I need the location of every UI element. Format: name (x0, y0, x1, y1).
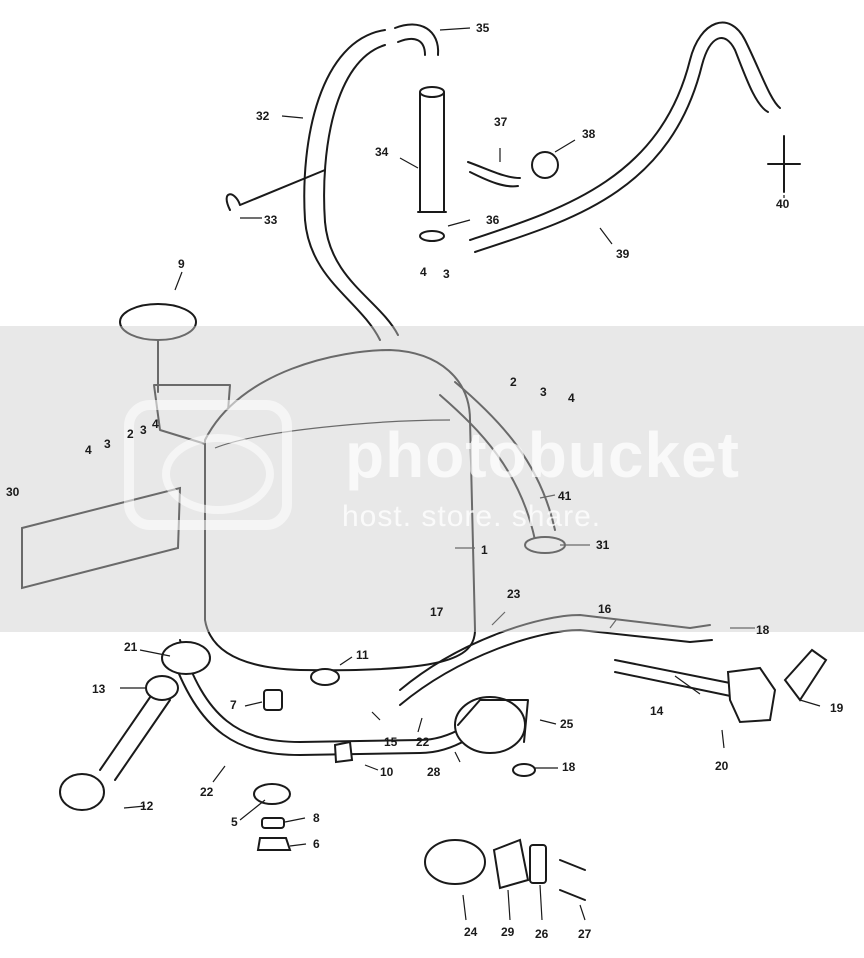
grommet-5 (253, 783, 291, 805)
callout-31: 31 (596, 538, 610, 552)
hose-12 (99, 689, 171, 781)
callout-22-left: 22 (200, 785, 214, 799)
grommet-11 (310, 668, 340, 686)
callout-40: 40 (776, 197, 790, 211)
filter-28 (454, 696, 526, 754)
bolts-27 (559, 859, 586, 901)
callout-3-top: 3 (443, 267, 450, 281)
callout-18-lower: 18 (562, 760, 576, 774)
watermark-tagline: host. store. share. (342, 500, 602, 533)
callout-29: 29 (501, 925, 515, 939)
callout-27: 27 (578, 927, 592, 941)
callout-12: 12 (140, 799, 154, 813)
callout-36: 36 (486, 213, 500, 227)
callout-22-mid: 22 (416, 735, 430, 749)
nut-7 (263, 689, 283, 711)
bracket-29 (492, 838, 530, 890)
pipe-34-top (419, 86, 445, 98)
block-20 (726, 666, 777, 724)
callout-32: 32 (256, 109, 270, 123)
plate-26 (529, 844, 547, 884)
callout-25: 25 (560, 717, 574, 731)
callout-26: 26 (535, 927, 549, 941)
callout-33: 33 (264, 213, 278, 227)
callout-1: 1 (481, 543, 488, 557)
callout-39: 39 (616, 247, 630, 261)
callout-5: 5 (231, 815, 238, 829)
callout-4-right: 4 (568, 391, 575, 405)
callout-8: 8 (313, 811, 320, 825)
callout-15: 15 (384, 735, 398, 749)
camera-logo-watermark (124, 400, 292, 530)
watermark-brand: photobucket (345, 419, 740, 491)
callout-20: 20 (715, 759, 729, 773)
callout-10: 10 (380, 765, 394, 779)
callout-3-left: 3 (104, 437, 111, 451)
hose-32-lower (304, 219, 399, 341)
clip-33 (225, 169, 326, 211)
callout-37: 37 (494, 115, 508, 129)
washer-8 (261, 817, 285, 829)
clip-24 (424, 839, 486, 885)
callout-13: 13 (92, 682, 106, 696)
callout-9: 9 (178, 257, 185, 271)
callout-11: 11 (356, 648, 369, 662)
callout-16: 16 (598, 602, 612, 616)
callout-19: 19 (830, 701, 844, 715)
callout-23: 23 (507, 587, 521, 601)
hose-37 (467, 161, 521, 188)
callout-41: 41 (558, 489, 572, 503)
plug-10 (333, 740, 354, 764)
oil-tank-1 (204, 348, 477, 672)
callout-34: 34 (375, 145, 389, 159)
callout-2-left: 2 (127, 427, 134, 441)
callout-17: 17 (430, 605, 444, 619)
union-12 (59, 773, 105, 811)
nut-6 (256, 837, 292, 851)
callout-2-right: 2 (510, 375, 517, 389)
callout-21: 21 (124, 640, 138, 654)
washer-36 (419, 230, 445, 242)
callout-7: 7 (230, 698, 237, 712)
callout-3-right: 3 (540, 385, 547, 399)
bracket-19 (783, 648, 828, 702)
callout-4-mid: 4 (152, 417, 159, 431)
grommet-38 (531, 151, 559, 179)
callout-30: 30 (6, 485, 20, 499)
hose-32 (303, 29, 386, 223)
watermark-band (0, 326, 864, 632)
tee-40 (767, 135, 801, 193)
callout-24: 24 (464, 925, 478, 939)
leader-lines (120, 27, 821, 921)
callout-4-left: 4 (85, 443, 92, 457)
pipe-14 (614, 659, 741, 699)
hose-41 (439, 381, 556, 541)
callout-3-mid: 3 (140, 423, 147, 437)
callout-6: 6 (313, 837, 320, 851)
callout-4-top: 4 (420, 265, 427, 279)
union-21 (161, 641, 211, 675)
filter-body (457, 699, 529, 743)
hose-39 (469, 21, 781, 253)
ring-13 (145, 675, 179, 701)
callout-18-right: 18 (756, 623, 770, 637)
callout-35: 35 (476, 21, 490, 35)
hose-35 (394, 23, 440, 56)
pipe-34 (417, 91, 447, 213)
callout-28: 28 (427, 765, 441, 779)
nut-18-lower (512, 763, 536, 777)
pipe-16 (399, 614, 713, 706)
callout-14: 14 (650, 704, 664, 718)
callout-38: 38 (582, 127, 596, 141)
